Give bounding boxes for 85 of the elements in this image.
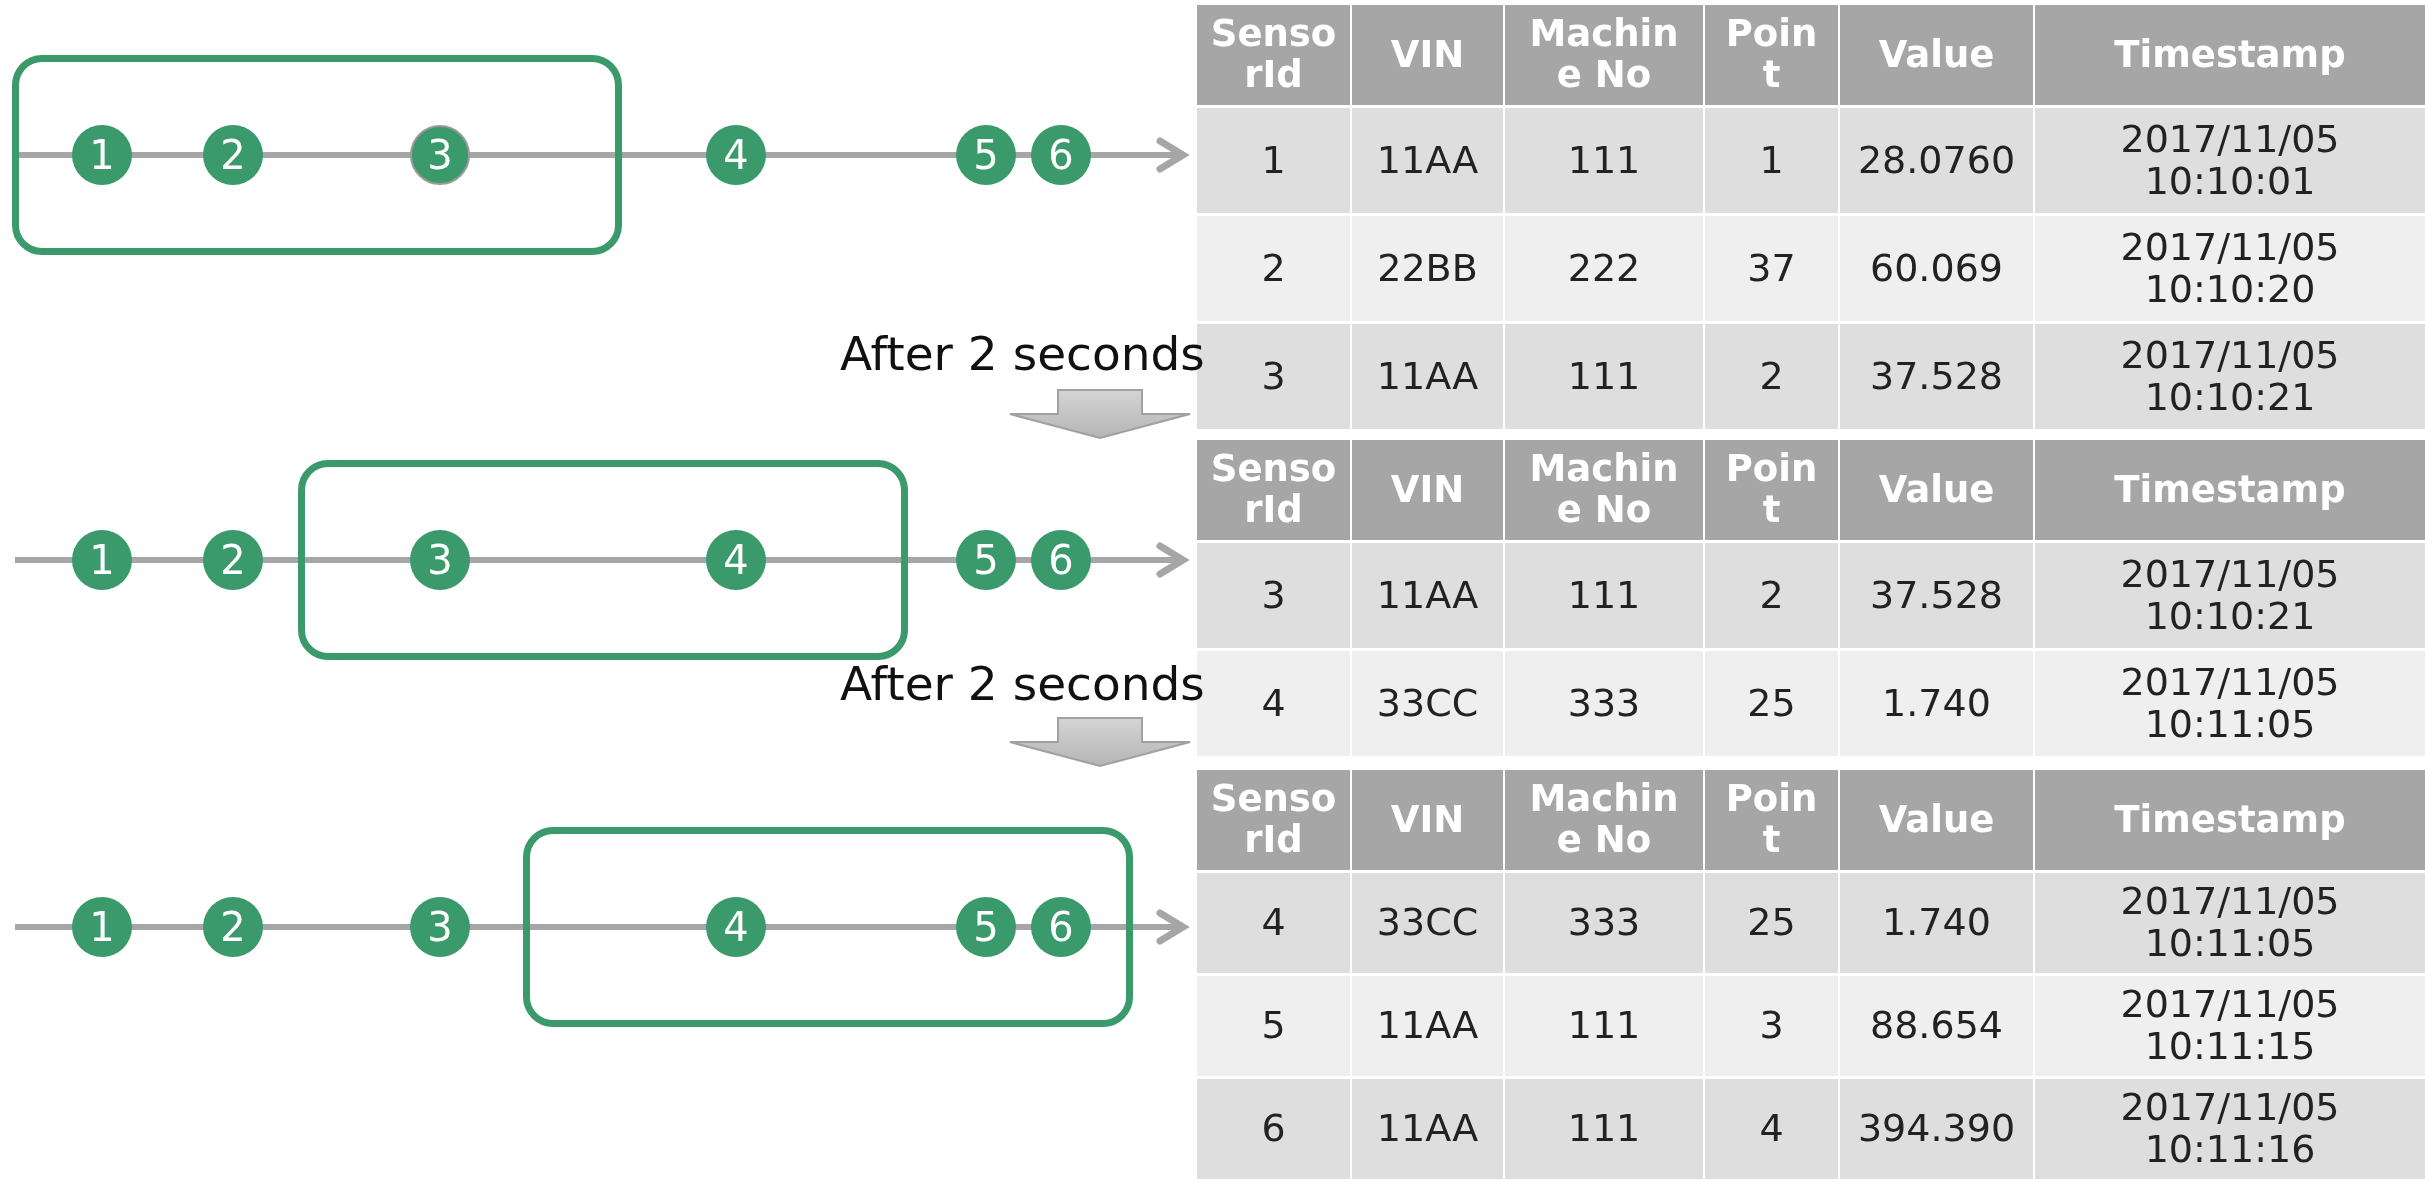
header-cell: Timestamp bbox=[2035, 770, 2425, 870]
table-cell: 11AA bbox=[1352, 1079, 1503, 1179]
table-cell: 5 bbox=[1197, 976, 1350, 1076]
header-cell: Value bbox=[1840, 5, 2033, 105]
numbered-circle: 4 bbox=[706, 125, 766, 185]
table-cell: 11AA bbox=[1352, 543, 1503, 648]
table-cell: 2 bbox=[1705, 543, 1838, 648]
header-cell: Value bbox=[1840, 770, 2033, 870]
table-cell: 333 bbox=[1505, 651, 1703, 756]
numbered-circle: 4 bbox=[706, 897, 766, 957]
numbered-circle: 5 bbox=[956, 530, 1016, 590]
header-cell: Point bbox=[1705, 440, 1838, 540]
numbered-circle: 6 bbox=[1031, 530, 1091, 590]
table-cell: 2017/11/05 10:10:21 bbox=[2035, 543, 2425, 648]
numbered-circle: 1 bbox=[72, 530, 132, 590]
table-cell: 3 bbox=[1705, 976, 1838, 1076]
table-cell: 111 bbox=[1505, 108, 1703, 213]
header-cell: VIN bbox=[1352, 440, 1503, 540]
table-cell: 4 bbox=[1197, 873, 1350, 973]
header-cell: VIN bbox=[1352, 5, 1503, 105]
table-cell: 2017/11/05 10:11:15 bbox=[2035, 976, 2425, 1076]
header-cell: Timestamp bbox=[2035, 5, 2425, 105]
numbered-circle: 4 bbox=[706, 530, 766, 590]
numbered-circle: 6 bbox=[1031, 897, 1091, 957]
numbered-circle: 3 bbox=[410, 530, 470, 590]
numbered-circle: 6 bbox=[1031, 125, 1091, 185]
table-cell: 2 bbox=[1197, 216, 1350, 321]
window-frame bbox=[12, 55, 622, 255]
table-cell: 1 bbox=[1705, 108, 1838, 213]
header-cell: VIN bbox=[1352, 770, 1503, 870]
table-cell: 37.528 bbox=[1840, 543, 2033, 648]
table-cell: 2017/11/05 10:11:05 bbox=[2035, 873, 2425, 973]
table-cell: 111 bbox=[1505, 324, 1703, 429]
table-cell: 6 bbox=[1197, 1079, 1350, 1179]
table-cell: 11AA bbox=[1352, 976, 1503, 1076]
table-cell: 3 bbox=[1197, 543, 1350, 648]
table-cell: 28.0760 bbox=[1840, 108, 2033, 213]
window-frame bbox=[298, 460, 908, 660]
header-cell: SensorId bbox=[1197, 5, 1350, 105]
table-cell: 25 bbox=[1705, 873, 1838, 973]
header-cell: Point bbox=[1705, 770, 1838, 870]
header-cell: Machine No bbox=[1505, 770, 1703, 870]
table-cell: 2 bbox=[1705, 324, 1838, 429]
table-cell: 1 bbox=[1197, 108, 1350, 213]
table-cell: 33CC bbox=[1352, 873, 1503, 973]
table-cell: 2017/11/05 10:10:01 bbox=[2035, 108, 2425, 213]
table-cell: 25 bbox=[1705, 651, 1838, 756]
header-cell: Value bbox=[1840, 440, 2033, 540]
table-cell: 33CC bbox=[1352, 651, 1503, 756]
numbered-circle: 1 bbox=[72, 125, 132, 185]
header-cell: SensorId bbox=[1197, 440, 1350, 540]
numbered-circle: 2 bbox=[203, 897, 263, 957]
table-cell: 2017/11/05 10:10:20 bbox=[2035, 216, 2425, 321]
table-cell: 1.740 bbox=[1840, 651, 2033, 756]
table-cell: 37 bbox=[1705, 216, 1838, 321]
numbered-circle: 2 bbox=[203, 125, 263, 185]
header-cell: Point bbox=[1705, 5, 1838, 105]
table-cell: 111 bbox=[1505, 1079, 1703, 1179]
table-cell: 111 bbox=[1505, 976, 1703, 1076]
table-cell: 333 bbox=[1505, 873, 1703, 973]
table-cell: 88.654 bbox=[1840, 976, 2033, 1076]
table-cell: 37.528 bbox=[1840, 324, 2033, 429]
numbered-circle: 3 bbox=[410, 125, 470, 185]
table-cell: 11AA bbox=[1352, 324, 1503, 429]
table-cell: 2017/11/05 10:11:05 bbox=[2035, 651, 2425, 756]
header-cell: Machine No bbox=[1505, 440, 1703, 540]
numbered-circle: 3 bbox=[410, 897, 470, 957]
table-cell: 394.390 bbox=[1840, 1079, 2033, 1179]
table-cell: 2017/11/05 10:10:21 bbox=[2035, 324, 2425, 429]
numbered-circle: 5 bbox=[956, 125, 1016, 185]
table-cell: 22BB bbox=[1352, 216, 1503, 321]
table-cell: 60.069 bbox=[1840, 216, 2033, 321]
window-frame bbox=[523, 827, 1133, 1027]
numbered-circle: 2 bbox=[203, 530, 263, 590]
header-cell: SensorId bbox=[1197, 770, 1350, 870]
table-cell: 1.740 bbox=[1840, 873, 2033, 973]
table-cell: 4 bbox=[1705, 1079, 1838, 1179]
header-cell: Machine No bbox=[1505, 5, 1703, 105]
header-cell: Timestamp bbox=[2035, 440, 2425, 540]
table-cell: 11AA bbox=[1352, 108, 1503, 213]
table-cell: 111 bbox=[1505, 543, 1703, 648]
table-cell: 2017/11/05 10:11:16 bbox=[2035, 1079, 2425, 1179]
numbered-circle: 1 bbox=[72, 897, 132, 957]
numbered-circle: 5 bbox=[956, 897, 1016, 957]
table-cell: 222 bbox=[1505, 216, 1703, 321]
